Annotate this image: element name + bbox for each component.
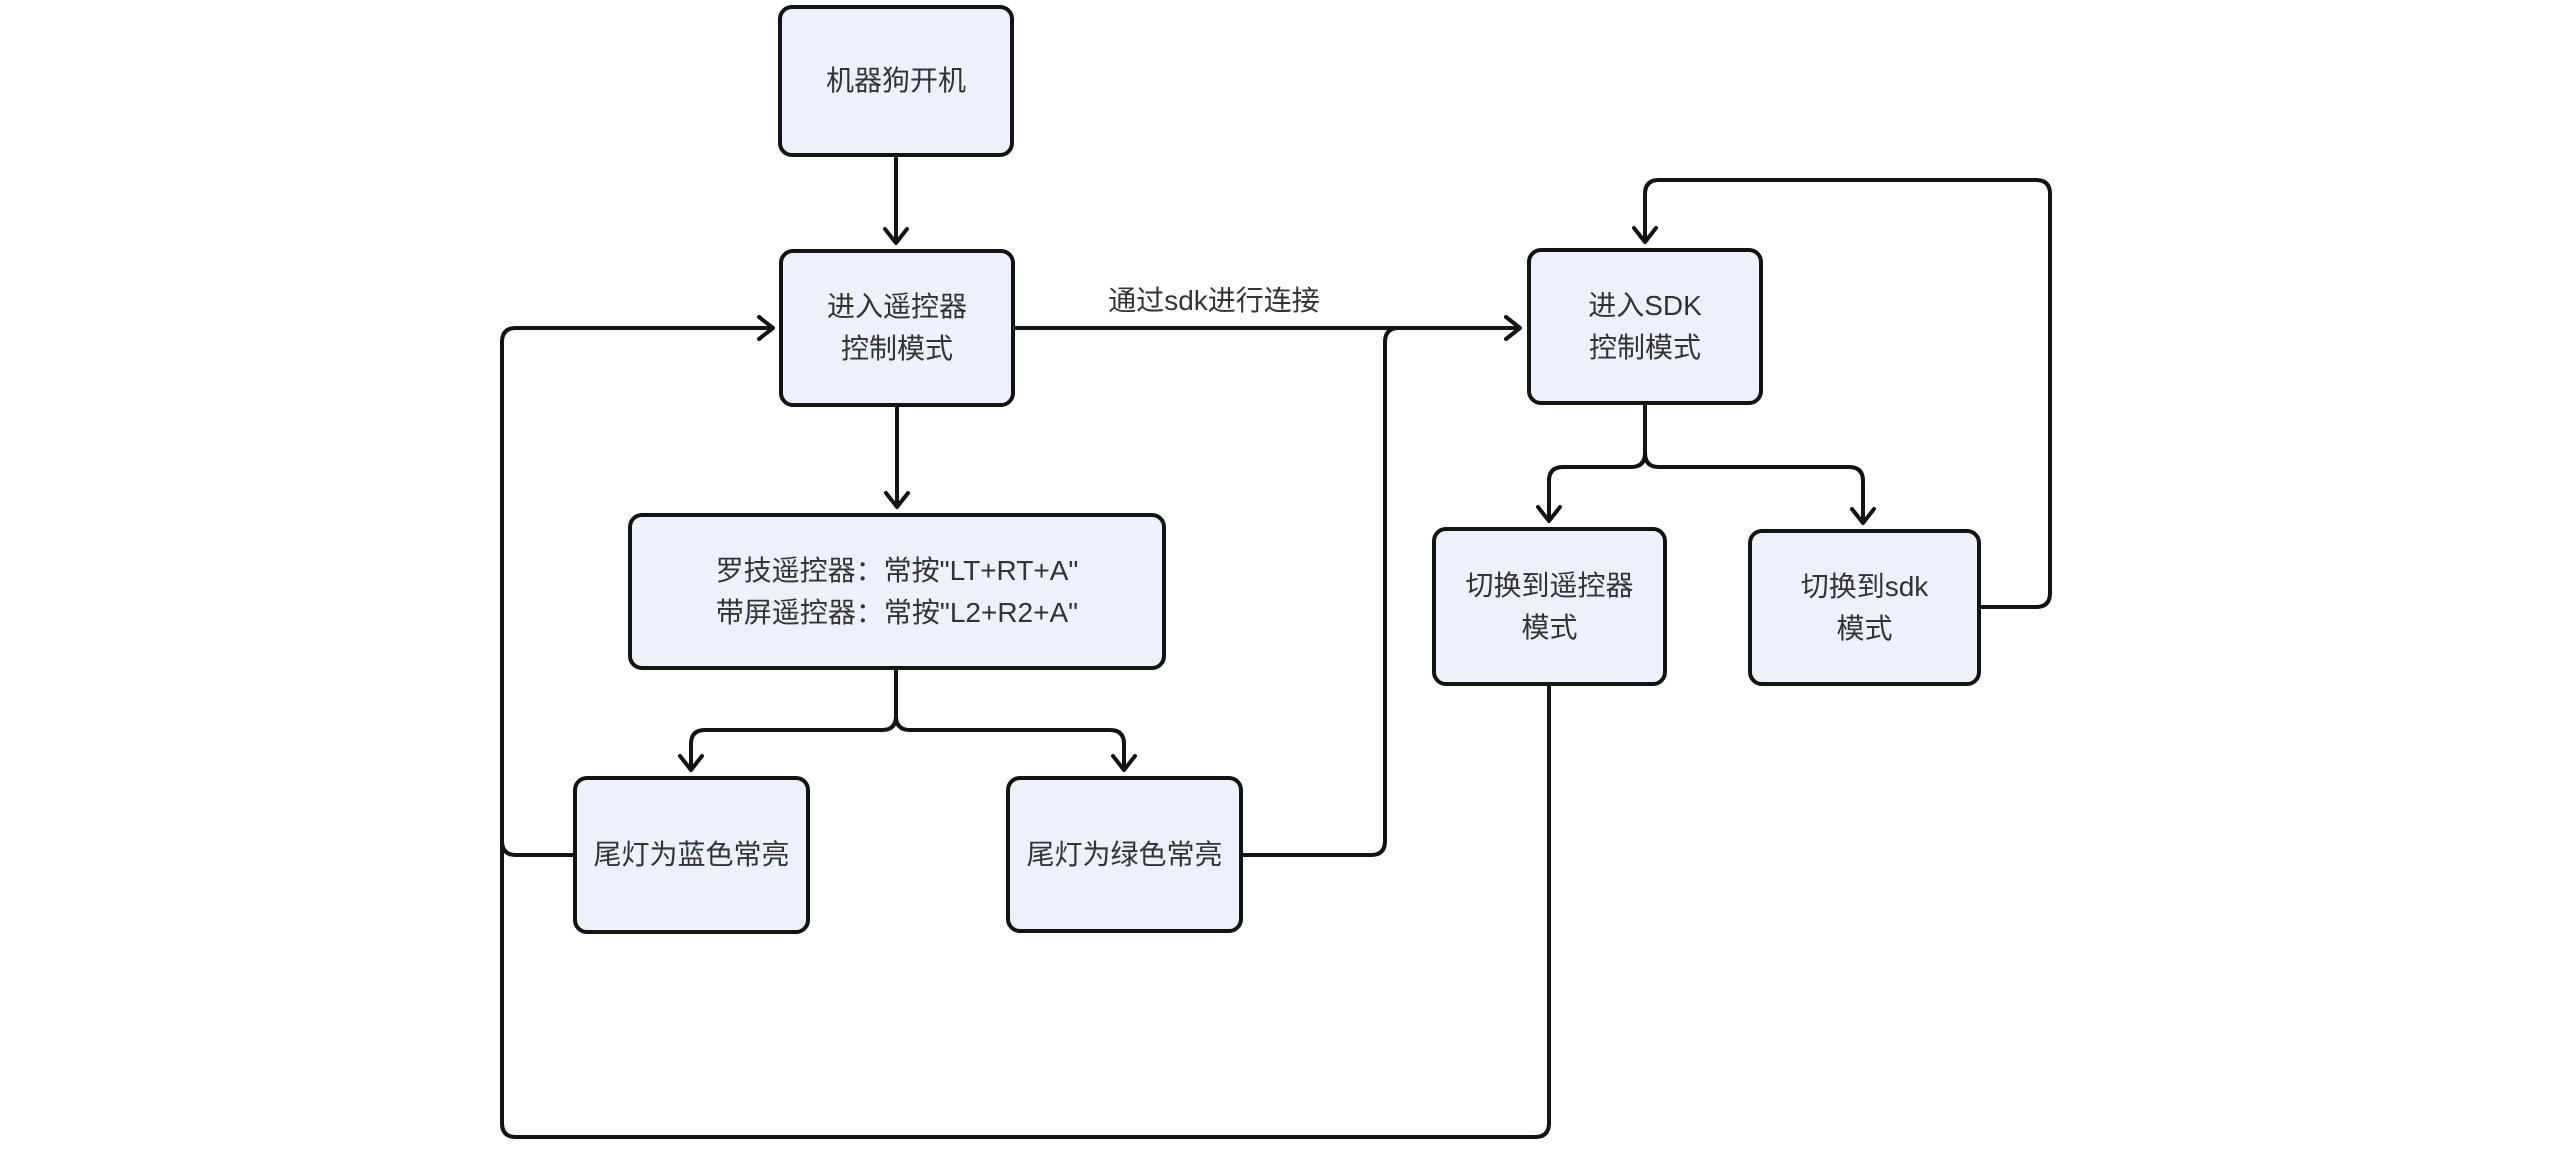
edge-combo-to-tailgreen (894, 670, 1137, 772)
edge-sdk-to-switchremote (1536, 405, 1647, 523)
node-remote-control-mode: 进入遥控器 控制模式 (779, 249, 1015, 407)
node-power-on-label: 机器狗开机 (825, 65, 966, 96)
node-switch-to-sdk-mode: 切换到sdk 模式 (1748, 529, 1981, 686)
node-button-hold-combo-label: 罗技遥控器：常按"LT+RT+A" 带屏遥控器：常按"L2+R2+A" (715, 554, 1079, 628)
edge-tailgreen-merge-to-sdk (1243, 326, 1455, 857)
node-taillight-blue: 尾灯为蓝色常亮 (573, 776, 810, 934)
node-sdk-control-mode: 进入SDK 控制模式 (1527, 248, 1763, 405)
node-sdk-control-mode-label: 进入SDK 控制模式 (1588, 289, 1702, 363)
node-button-hold-combo: 罗技遥控器：常按"LT+RT+A" 带屏遥控器：常按"L2+R2+A" (628, 513, 1166, 670)
edge-switchremote-loop-to-remote (500, 315, 1551, 1139)
node-remote-control-mode-label: 进入遥控器 控制模式 (826, 291, 967, 364)
node-switch-to-remote-mode-label: 切换到遥控器 模式 (1465, 569, 1634, 643)
edge-switchsdk-loop-to-sdk (1632, 178, 2052, 609)
edge-sdk-to-switchsdk (1643, 405, 1876, 525)
node-switch-to-sdk-mode-label: 切换到sdk 模式 (1800, 570, 1929, 644)
edge-label-sdk-connect: 通过sdk进行连接 (1102, 279, 1326, 319)
node-taillight-blue-label: 尾灯为蓝色常亮 (593, 839, 790, 870)
node-taillight-green: 尾灯为绿色常亮 (1006, 776, 1243, 933)
node-taillight-green-label: 尾灯为绿色常亮 (1026, 838, 1223, 870)
edge-combo-to-tailblue (678, 670, 898, 772)
node-power-on: 机器狗开机 (778, 5, 1014, 157)
edge-tailblue-merge-to-remote (500, 560, 573, 857)
node-switch-to-remote-mode: 切换到遥控器 模式 (1432, 527, 1667, 686)
